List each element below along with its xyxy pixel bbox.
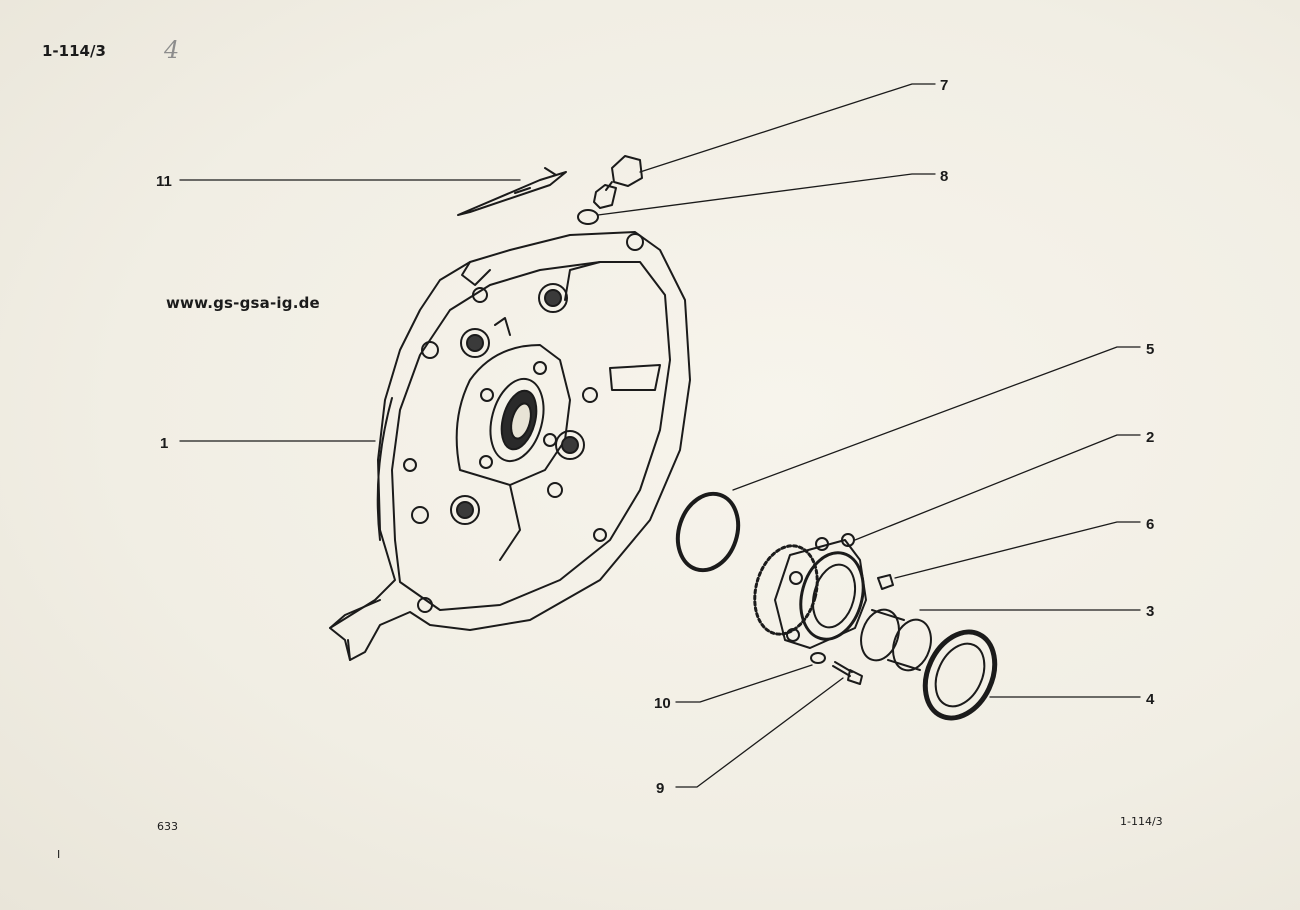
callout-3: 3 — [1146, 603, 1154, 620]
corner-mark: I — [57, 848, 61, 861]
callout-1: 1 — [160, 435, 168, 452]
footer-left-code: 633 — [157, 820, 178, 833]
leader-line-5 — [732, 346, 1141, 491]
sleeve-part — [860, 608, 932, 672]
callout-4: 4 — [1146, 691, 1155, 708]
callout-8: 8 — [940, 168, 948, 185]
callout-7: 7 — [940, 77, 948, 94]
leader-line-9 — [675, 677, 844, 788]
bolt-part — [832, 661, 863, 685]
washer-part — [810, 652, 826, 664]
callout-5: 5 — [1146, 341, 1154, 358]
nut-part — [877, 574, 894, 590]
shaft-seal-part — [922, 629, 998, 721]
page-id: 1-114/3 — [42, 42, 106, 60]
callout-2: 2 — [1146, 429, 1154, 446]
watermark-url: www.gs-gsa-ig.de — [166, 294, 320, 312]
leader-line-6 — [894, 521, 1141, 579]
leader-line-10 — [675, 664, 813, 703]
leader-line-8 — [597, 173, 936, 216]
leader-line-7 — [639, 83, 936, 173]
callout-9: 9 — [656, 780, 664, 797]
callout-10: 10 — [654, 695, 671, 712]
callout-6: 6 — [1146, 516, 1154, 533]
bearing-flange-part — [753, 533, 867, 649]
leader-line-2 — [854, 434, 1141, 541]
callout-11: 11 — [156, 173, 172, 190]
plug-part — [593, 155, 643, 209]
handwritten-mark: 4 — [164, 36, 180, 64]
seal-ring-small-part — [577, 209, 599, 225]
strip-part — [457, 167, 567, 216]
o-ring-part — [675, 491, 741, 573]
footer-right-code: 1-114/3 — [1120, 815, 1163, 828]
housing-cover-part — [329, 231, 691, 661]
